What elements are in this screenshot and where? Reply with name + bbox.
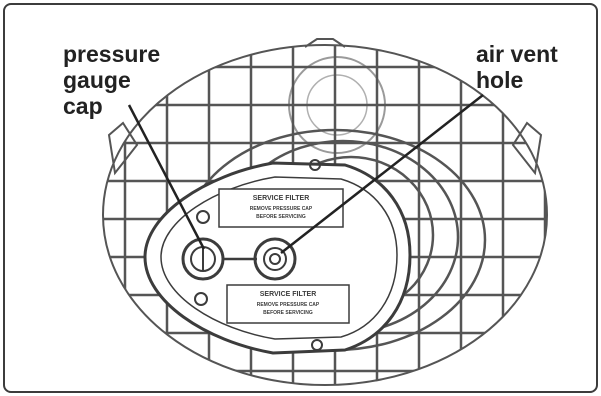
lower-plate-line1: REMOVE PRESSURE CAP [257,302,320,308]
upper-plate-line1: REMOVE PRESSURE CAP [250,206,313,212]
upper-plate-line2: BEFORE SERVICING [256,214,306,220]
lower-plate-line2: BEFORE SERVICING [263,310,313,316]
lower-label-plate: SERVICE FILTER REMOVE PRESSURE CAP BEFOR… [227,285,349,323]
lower-plate-title: SERVICE FILTER [260,291,317,298]
diagram-frame: SERVICE FILTER REMOVE PRESSURE CAP BEFOR… [3,3,598,393]
upper-plate-title: SERVICE FILTER [253,195,310,202]
pressure-gauge-cap-label: pressure gauge cap [63,41,160,119]
upper-label-plate: SERVICE FILTER REMOVE PRESSURE CAP BEFOR… [219,189,343,227]
air-vent-hole-label: air vent hole [476,41,558,93]
